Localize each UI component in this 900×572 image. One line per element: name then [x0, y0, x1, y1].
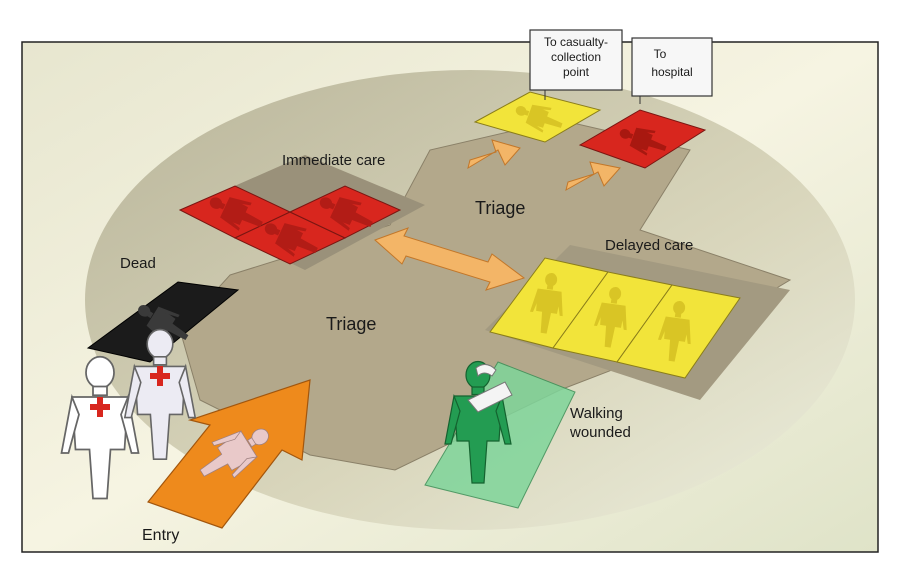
sign-casualty-collection: To casualty- collection point	[529, 29, 623, 100]
immediate-care-area	[178, 155, 425, 270]
walking-wounded-label-line1: Walking	[570, 405, 623, 422]
double-arrow-immediate-delayed	[374, 227, 526, 291]
medic-back	[124, 328, 196, 461]
delayed-care-area	[485, 245, 790, 400]
dead-area	[86, 281, 240, 363]
dead-label: Dead	[120, 255, 156, 272]
sign-hospital-line2: hospital	[651, 65, 692, 79]
sign-hospital: To hospital	[631, 37, 713, 104]
entry-label: Entry	[142, 527, 179, 544]
arrow-to-hospital	[565, 161, 621, 192]
sign-collection-line1: To casualty-	[544, 35, 608, 49]
sign-hospital-line1: To	[654, 47, 667, 61]
triage-top-label: Triage	[475, 198, 525, 218]
exit-pad-hospital	[578, 109, 707, 169]
sign-collection-line3: point	[563, 65, 590, 79]
entry-arrow	[147, 379, 311, 529]
exit-pad-collection	[473, 91, 602, 143]
delayed-care-label: Delayed care	[605, 237, 693, 254]
arrow-to-collection	[467, 139, 521, 170]
triage-center-label: Triage	[326, 314, 376, 334]
medic-front	[60, 355, 140, 500]
walking-wounded-label-line2: wounded	[569, 424, 631, 441]
immediate-care-label: Immediate care	[282, 152, 385, 169]
sign-collection-line2: collection	[551, 50, 601, 64]
walking-wounded-area	[424, 360, 576, 509]
